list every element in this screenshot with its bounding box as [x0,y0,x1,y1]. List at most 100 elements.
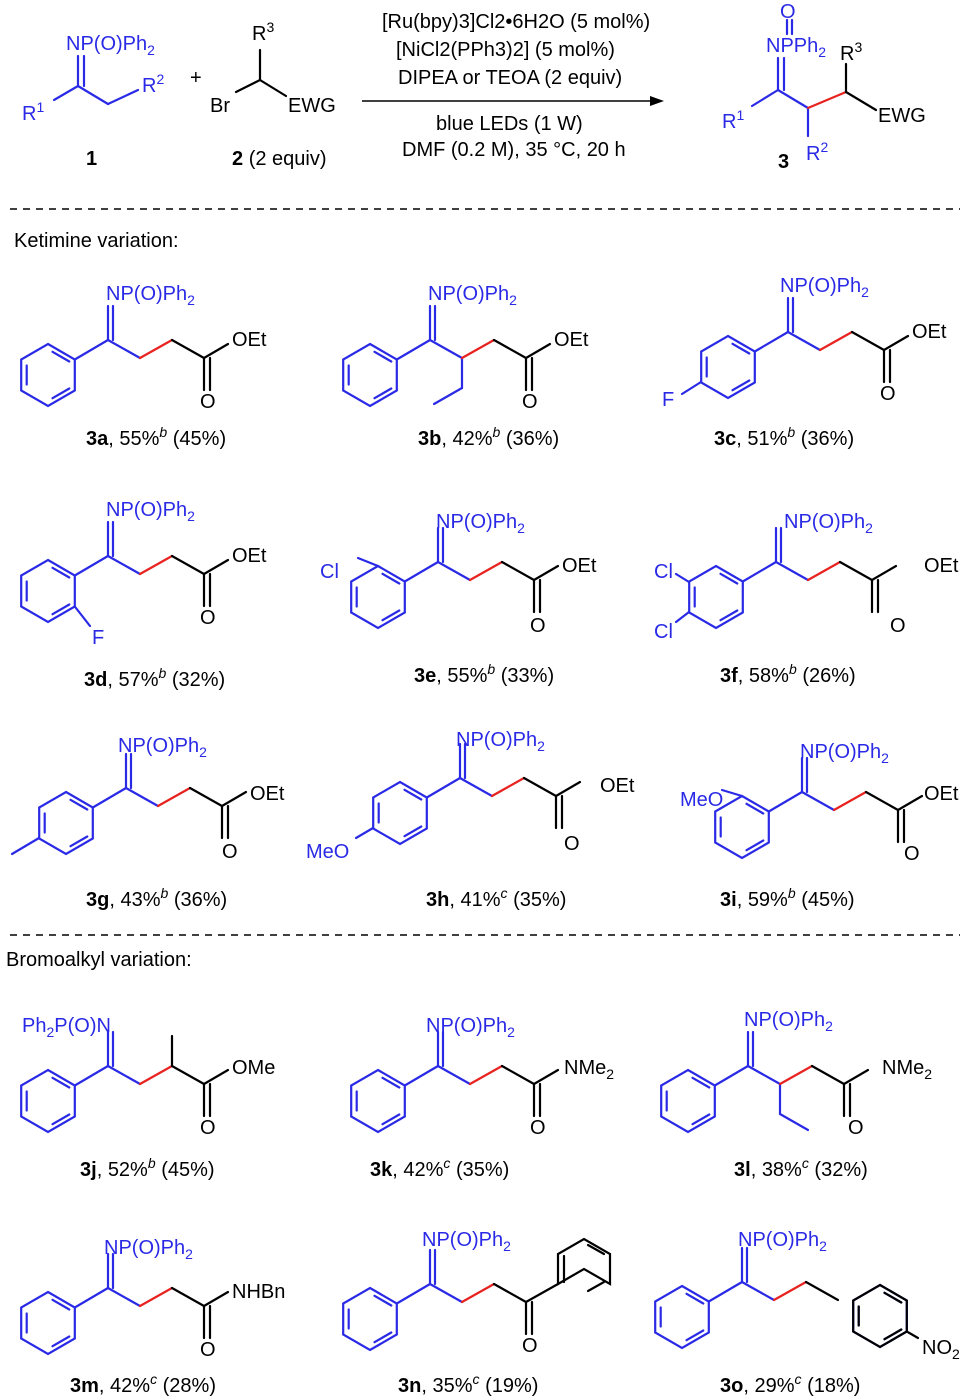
svg-text:NP(O)Ph2: NP(O)Ph2 [118,735,207,760]
svg-text:NMe2: NMe2 [564,1057,614,1082]
caption-3g: 3g, 43%b (36%) [86,885,227,911]
svg-text:O: O [200,1117,216,1139]
compound-3c: F NP(O)Ph2 OEt O [662,275,947,411]
svg-text:NP(O)Ph2: NP(O)Ph2 [106,283,195,308]
bromide-br-label: Br [210,95,230,117]
svg-text:O: O [222,841,238,863]
svg-text:OEt: OEt [600,775,635,797]
svg-text:OEt: OEt [250,783,285,805]
svg-text:O: O [522,391,538,413]
svg-text:NMe2: NMe2 [882,1057,932,1082]
condition-photocatalyst: [Ru(bpy)3]Cl2•6H2O (5 mol%) [382,11,650,33]
section-title-bromoalkyl: Bromoalkyl variation: [6,949,192,971]
compound-3g: NP(O)Ph2 OEt O [10,735,285,863]
caption-3f: 3f, 58%b (26%) [720,661,856,687]
svg-text:NP(O)Ph2: NP(O)Ph2 [738,1229,827,1254]
svg-text:O: O [848,1117,864,1139]
svg-text:NP(O)Ph2: NP(O)Ph2 [784,511,873,536]
caption-3m: 3m, 42%c (28%) [70,1371,216,1397]
ketimine-np-label: NP(O)Ph2 [66,33,155,58]
condition-light: blue LEDs (1 W) [436,113,583,135]
svg-text:O: O [200,1339,216,1361]
compound-3i: MeO NP(O)Ph2 OEt O [680,741,959,865]
svg-text:O: O [564,833,580,855]
caption-3c: 3c, 51%b (36%) [714,424,854,450]
svg-text:F: F [92,627,104,649]
ketimine-r2-label: R2 [142,71,164,97]
caption-3o: 3o, 29%c (18%) [720,1371,860,1397]
reaction-arrow-conditions: [Ru(bpy)3]Cl2•6H2O (5 mol%) [NiCl2(PPh3)… [362,11,664,161]
svg-text:NP(O)Ph2: NP(O)Ph2 [780,275,869,300]
compound-3d: F NP(O)Ph2 OEt O [21,499,267,649]
plus-sign: + [190,67,202,89]
arrow-head-icon [650,96,664,106]
compound-3k: NP(O)Ph2 NMe2 O [351,1015,614,1139]
svg-text:NP(O)Ph2: NP(O)Ph2 [104,1237,193,1262]
product-r2-label: R2 [806,139,828,165]
compound-3j: Ph2P(O)N OMe O [21,1015,275,1139]
svg-text:NP(O)Ph2: NP(O)Ph2 [456,729,545,754]
compound-number-2: 2 (2 equiv) [232,148,327,170]
compound-number-1: 1 [86,148,97,170]
caption-3k: 3k, 42%c (35%) [370,1155,509,1181]
product-3: O NPPh2 R1 R2 R3 EWG 3 [722,1,926,173]
svg-text:O: O [200,607,216,629]
compound-3e: Cl NP(O)Ph2 OEt O [320,511,597,637]
svg-text:MeO: MeO [306,841,349,863]
svg-text:OEt: OEt [912,321,947,343]
caption-3h: 3h, 41%c (35%) [426,885,566,911]
caption-3i: 3i, 59%b (45%) [720,885,855,911]
compound-number-3: 3 [778,151,789,173]
svg-text:Ph2P(O)N: Ph2P(O)N [22,1015,111,1040]
compound-3b: NP(O)Ph2 OEt O [342,283,589,413]
compound-3a: NP(O)Ph2 OEt O [21,283,267,413]
svg-text:NP(O)Ph2: NP(O)Ph2 [426,1015,515,1040]
svg-text:MeO: MeO [680,789,723,811]
product-ewg-label: EWG [878,105,926,127]
svg-text:OEt: OEt [232,545,267,567]
compound-3h: MeO NP(O)Ph2 OEt O [306,729,635,863]
svg-text:NP(O)Ph2: NP(O)Ph2 [106,499,195,524]
svg-text:NP(O)Ph2: NP(O)Ph2 [800,741,889,766]
svg-text:OEt: OEt [924,783,959,805]
caption-3e: 3e, 55%b (33%) [414,661,554,687]
svg-text:OEt: OEt [232,329,267,351]
svg-text:O: O [530,615,546,637]
svg-text:Cl: Cl [320,561,339,583]
svg-text:OEt: OEt [924,555,959,577]
caption-3d: 3d, 57%b (32%) [84,665,225,691]
svg-text:O: O [880,383,896,405]
svg-text:OEt: OEt [554,329,589,351]
bromide-r3-label: R3 [252,19,274,45]
compound-3m: NP(O)Ph2 NHBn O [21,1237,285,1361]
caption-3j: 3j, 52%b (45%) [80,1155,215,1181]
bromide-ewg-label: EWG [288,95,336,117]
compound-3l: NP(O)Ph2 NMe2 O [660,1009,932,1139]
caption-3l: 3l, 38%c (32%) [734,1155,868,1181]
ketimine-r1-label: R1 [22,99,44,125]
svg-text:NP(O)Ph2: NP(O)Ph2 [436,511,525,536]
svg-text:NHBn: NHBn [232,1281,285,1303]
svg-text:OEt: OEt [562,555,597,577]
svg-text:NP(O)Ph2: NP(O)Ph2 [744,1009,833,1034]
condition-base: DIPEA or TEOA (2 equiv) [398,67,622,89]
product-r3-label: R3 [840,39,862,65]
svg-text:O: O [890,615,906,637]
svg-text:NP(O)Ph2: NP(O)Ph2 [422,1229,511,1254]
svg-text:Cl: Cl [654,621,673,643]
svg-text:OMe: OMe [232,1057,275,1079]
compound-3n: NP(O)Ph2 O [343,1229,612,1357]
product-o-label: O [780,1,796,23]
svg-text:O: O [200,391,216,413]
svg-text:F: F [662,389,674,411]
svg-text:NO2: NO2 [922,1337,960,1362]
condition-solvent: DMF (0.2 M), 35 °C, 20 h [402,139,626,161]
caption-3b: 3b, 42%b (36%) [418,424,559,450]
svg-text:O: O [522,1335,538,1357]
compound-3f: Cl Cl NP(O)Ph2 OEt O [654,511,959,643]
alkyl-bromide-2: R3 Br EWG 2 (2 equiv) [210,19,336,170]
section-title-ketimine: Ketimine variation: [14,230,179,252]
caption-3a: 3a, 55%b (45%) [86,424,226,450]
svg-text:O: O [530,1117,546,1139]
